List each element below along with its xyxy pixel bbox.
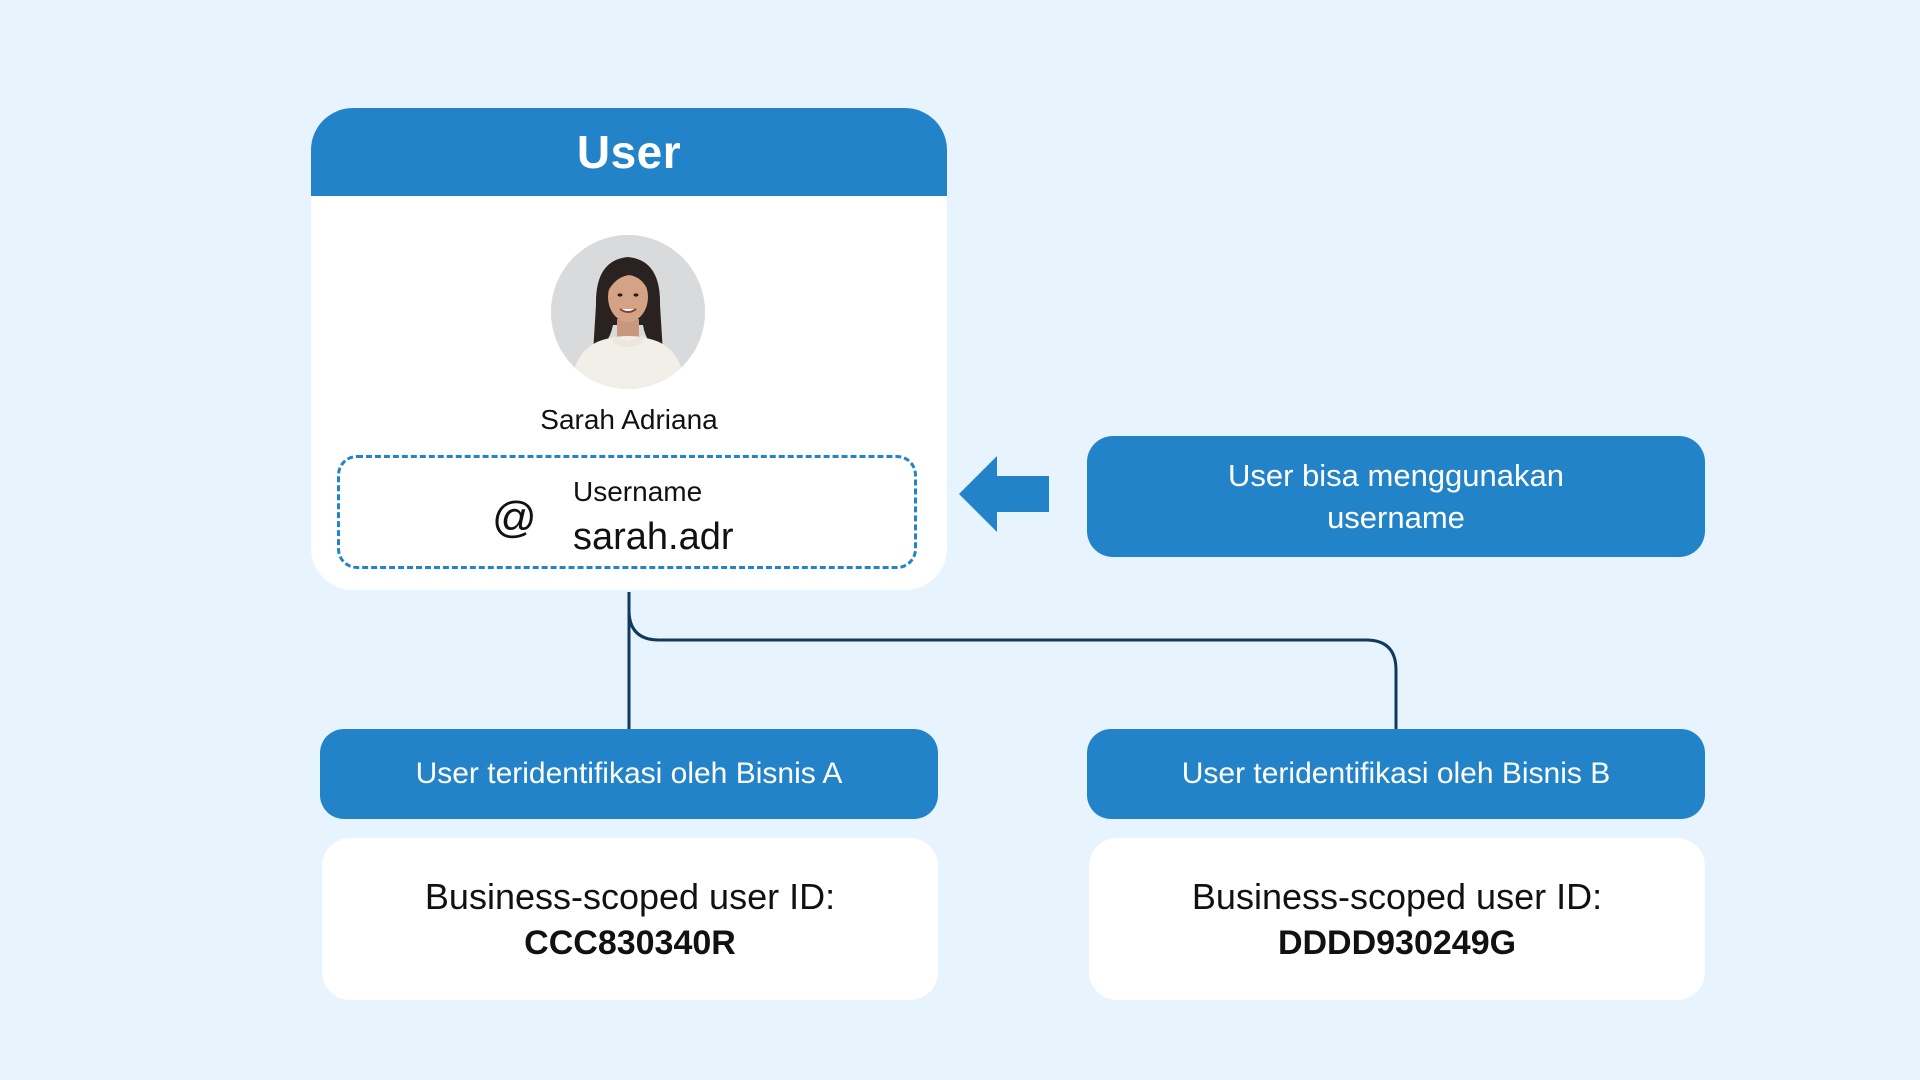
username-field: @ Username sarah.adr — [337, 455, 917, 569]
user-card: User Sarah Adriana @ Username sarah.adr — [311, 108, 947, 590]
bisnis-b-id-value: DDDD930249G — [1277, 923, 1517, 962]
bisnis-a-id-box: Business-scoped user ID: CCC830340R — [322, 838, 938, 1000]
connector-to-bisnis-b — [627, 609, 1398, 729]
bisnis-b-header: User teridentifikasi oleh Bisnis B — [1087, 729, 1705, 819]
username-label: Username — [573, 476, 703, 507]
bisnis-a-id-label: Business-scoped user ID: — [424, 875, 836, 917]
avatar-photo — [551, 235, 705, 389]
bisnis-b-id-label: Business-scoped user ID: — [1191, 875, 1603, 917]
user-card-title: User — [311, 108, 947, 196]
username-callout: User bisa menggunakan username — [1087, 436, 1705, 557]
user-name: Sarah Adriana — [540, 404, 718, 435]
bisnis-b-id-box: Business-scoped user ID: DDDD930249G — [1089, 838, 1705, 1000]
bisnis-a-id-value: CCC830340R — [524, 923, 736, 962]
arrow-left-icon — [959, 456, 1049, 532]
at-icon: @ — [492, 493, 537, 542]
bisnis-a-header: User teridentifikasi oleh Bisnis A — [320, 729, 938, 819]
avatar — [551, 235, 705, 389]
username-value: sarah.adr — [573, 516, 734, 558]
